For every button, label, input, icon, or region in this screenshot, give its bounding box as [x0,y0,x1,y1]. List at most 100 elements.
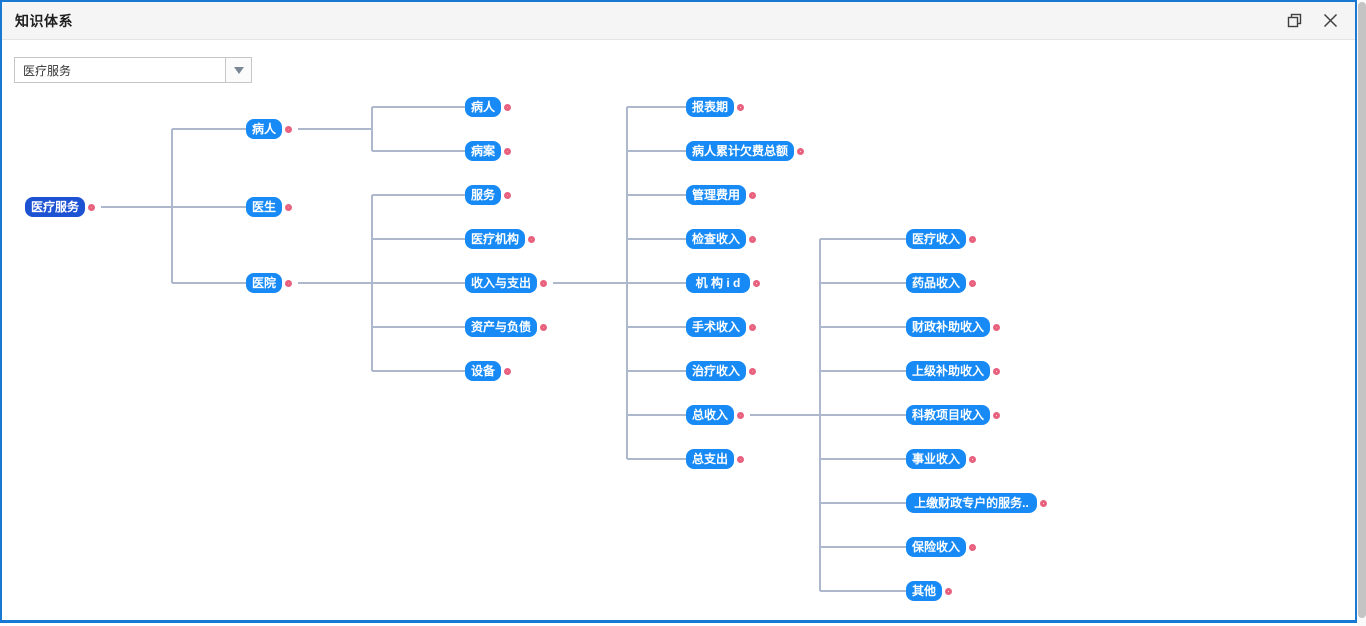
tree-node-pill[interactable]: 事业收入 [906,449,966,469]
tree-node-pill[interactable]: 医疗收入 [906,229,966,249]
tree-node-pill[interactable]: 治疗收入 [686,361,746,381]
tree-node: 保险收入 [906,537,976,557]
tree-node-pill[interactable]: 管理费用 [686,185,746,205]
tree-node: 检查收入 [686,229,756,249]
restore-icon [1287,13,1301,28]
tree-node: 机 构 i d [686,273,760,293]
tree-node-pill[interactable]: 总支出 [686,449,734,469]
node-expand-circle[interactable] [749,367,756,375]
tree-node: 上级补助收入 [906,361,1000,381]
tree-node: 医生 [246,197,292,217]
node-expand-circle[interactable] [797,147,804,155]
tree-node: 上缴财政专户的服务.. [906,493,1047,513]
tree-node: 医疗收入 [906,229,976,249]
node-expand-circle[interactable] [1040,499,1047,507]
tree-node-pill[interactable]: 保险收入 [906,537,966,557]
dropdown-button[interactable] [225,58,251,82]
tree-node: 病人累计欠费总额 [686,141,804,161]
node-expand-circle[interactable] [993,323,1000,331]
tree-node: 医院 [246,273,292,293]
tree-node-pill[interactable]: 病人 [246,119,282,139]
tree-node-pill[interactable]: 总收入 [686,405,734,425]
restore-window-icon[interactable] [1285,12,1303,30]
node-expand-circle[interactable] [504,191,511,199]
tree-node: 医疗服务 [25,197,95,217]
node-expand-circle[interactable] [969,455,976,463]
node-expand-circle[interactable] [540,279,547,287]
node-expand-circle[interactable] [749,323,756,331]
tree-node: 病人 [465,97,511,117]
tree-node-pill[interactable]: 机 构 i d [686,273,750,293]
node-expand-circle[interactable] [285,125,292,133]
node-expand-circle[interactable] [88,203,95,211]
vertical-scrollbar[interactable] [1357,0,1366,626]
node-expand-circle[interactable] [969,235,976,243]
tree-node: 报表期 [686,97,744,117]
node-expand-circle[interactable] [737,103,744,111]
tree-node: 治疗收入 [686,361,756,381]
tree-node: 科教项目收入 [906,405,1000,425]
node-expand-circle[interactable] [737,455,744,463]
tree-node-pill[interactable]: 药品收入 [906,273,966,293]
node-expand-circle[interactable] [504,147,511,155]
tree-node: 总支出 [686,449,744,469]
tree-node: 病人 [246,119,292,139]
node-expand-circle[interactable] [993,367,1000,375]
tree-node-pill[interactable]: 其他 [906,581,942,601]
node-expand-circle[interactable] [945,587,952,595]
tree-node-pill[interactable]: 报表期 [686,97,734,117]
tree-node-pill[interactable]: 上级补助收入 [906,361,990,381]
tree-node: 财政补助收入 [906,317,1000,337]
tree-node: 总收入 [686,405,744,425]
node-expand-circle[interactable] [504,367,511,375]
tree-node-pill[interactable]: 病人 [465,97,501,117]
node-expand-circle[interactable] [528,235,535,243]
tree-node-pill[interactable]: 病案 [465,141,501,161]
knowledge-select[interactable]: 医疗服务 [14,57,252,83]
node-expand-circle[interactable] [285,203,292,211]
node-expand-circle[interactable] [993,411,1000,419]
node-expand-circle[interactable] [540,323,547,331]
tree-node-pill[interactable]: 医生 [246,197,282,217]
tree-node-pill[interactable]: 检查收入 [686,229,746,249]
tree-node: 医疗机构 [465,229,535,249]
tree-node-pill[interactable]: 医疗机构 [465,229,525,249]
node-expand-circle[interactable] [285,279,292,287]
node-expand-circle[interactable] [504,103,511,111]
tree-node-pill[interactable]: 设备 [465,361,501,381]
tree-node-pill[interactable]: 服务 [465,185,501,205]
window-buttons [1285,12,1339,30]
node-expand-circle[interactable] [749,235,756,243]
node-expand-circle[interactable] [969,543,976,551]
close-x-glyph [1323,13,1337,28]
window-title: 知识体系 [15,12,73,29]
tree-node-pill[interactable]: 医疗服务 [25,197,85,217]
tree-node: 设备 [465,361,511,381]
tree-node-pill[interactable]: 资产与负债 [465,317,537,337]
tree-node-pill[interactable]: 财政补助收入 [906,317,990,337]
node-expand-circle[interactable] [753,279,760,287]
tree-node-pill[interactable]: 上缴财政专户的服务.. [906,493,1037,513]
scrollbar-thumb[interactable] [1357,2,1366,618]
titlebar: 知识体系 [2,2,1355,40]
tree-node-pill[interactable]: 收入与支出 [465,273,537,293]
tree-node: 病案 [465,141,511,161]
tree-node: 事业收入 [906,449,976,469]
tree-node-pill[interactable]: 医院 [246,273,282,293]
tree-node-pill[interactable]: 手术收入 [686,317,746,337]
tree-node: 管理费用 [686,185,756,205]
node-expand-circle[interactable] [749,191,756,199]
tree-node: 服务 [465,185,511,205]
node-expand-circle[interactable] [737,411,744,419]
tree-node-pill[interactable]: 病人累计欠费总额 [686,141,794,161]
tree-node: 其他 [906,581,952,601]
tree-node: 手术收入 [686,317,756,337]
tree-node: 资产与负债 [465,317,547,337]
node-expand-circle[interactable] [969,279,976,287]
close-icon[interactable] [1321,12,1339,30]
tree-node-pill[interactable]: 科教项目收入 [906,405,990,425]
tree-node: 药品收入 [906,273,976,293]
